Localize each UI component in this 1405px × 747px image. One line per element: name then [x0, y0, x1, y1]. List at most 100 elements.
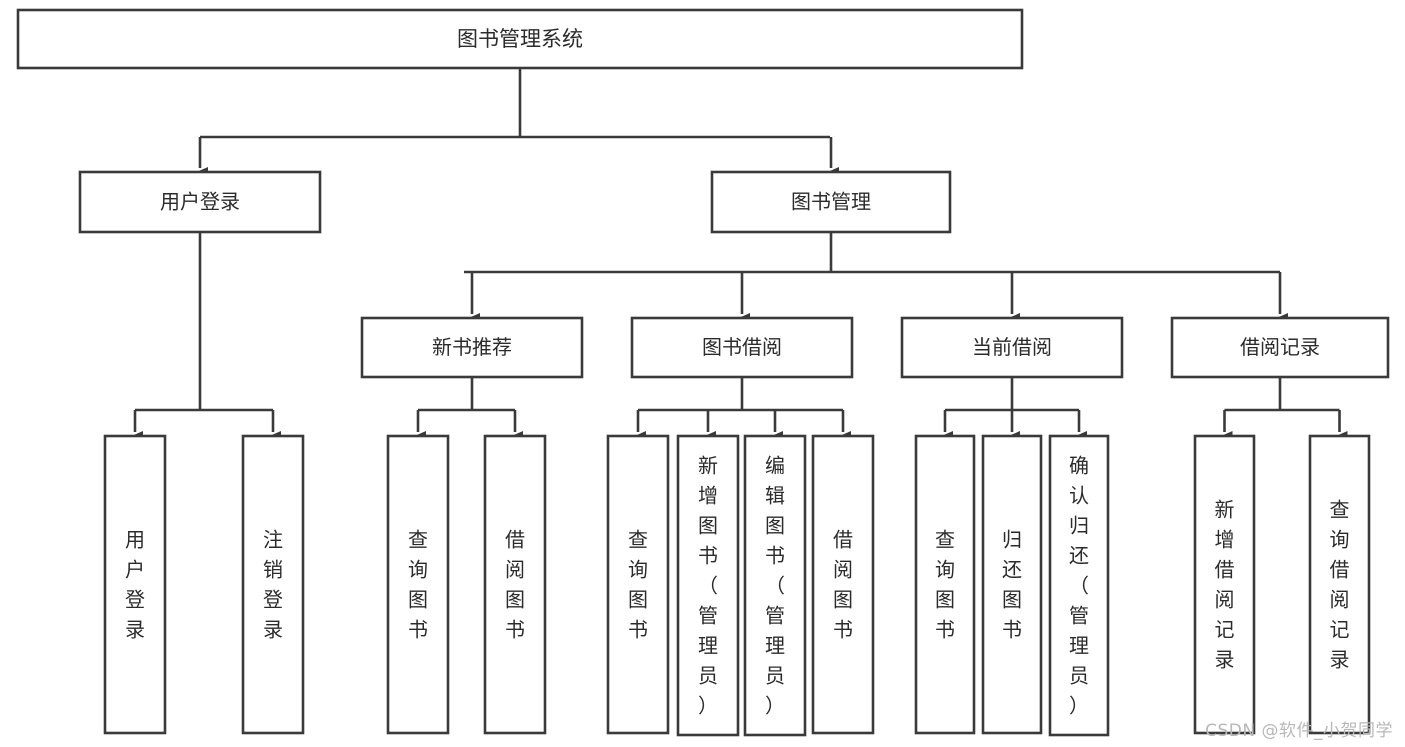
svg-text:图: 图 — [1002, 588, 1022, 612]
svg-text:书: 书 — [698, 544, 718, 568]
svg-text:图: 图 — [505, 588, 525, 612]
svg-text:登: 登 — [125, 588, 145, 612]
svg-text:询: 询 — [1330, 528, 1350, 552]
node-book-borrow[interactable] — [630, 316, 854, 379]
node-borrow-record[interactable] — [1170, 316, 1390, 379]
node-leaf-add-book-admin[interactable] — [676, 434, 740, 737]
svg-text:查: 查 — [935, 528, 955, 552]
svg-text:书: 书 — [935, 618, 955, 642]
svg-text:确: 确 — [1069, 454, 1089, 478]
svg-text:图: 图 — [935, 588, 955, 612]
node-leaf-user-login-label: 用户登录 — [125, 528, 145, 642]
node-root-system[interactable] — [16, 8, 1024, 70]
node-current-borrow-label: 当前借阅 — [972, 335, 1052, 359]
svg-text:书: 书 — [505, 618, 525, 642]
svg-text:书: 书 — [408, 618, 428, 642]
svg-text:借: 借 — [1330, 558, 1350, 582]
svg-text:理: 理 — [698, 634, 718, 658]
svg-text:记: 记 — [1215, 618, 1235, 642]
node-leaf-user-login[interactable] — [103, 434, 167, 735]
node-current-borrow[interactable] — [900, 316, 1124, 379]
svg-text:借: 借 — [833, 528, 853, 552]
node-leaf-confirm-return-admin[interactable] — [1048, 434, 1110, 737]
svg-text:询: 询 — [408, 558, 428, 582]
svg-text:注: 注 — [263, 528, 283, 552]
node-leaf-edit-book-admin[interactable] — [743, 434, 807, 737]
node-book-manage[interactable] — [710, 170, 952, 234]
svg-text:员: 员 — [1069, 664, 1089, 688]
svg-text:查: 查 — [628, 528, 648, 552]
svg-text:还: 还 — [1069, 544, 1089, 568]
svg-text:阅: 阅 — [1215, 588, 1235, 612]
node-leaf-query-book-3[interactable] — [914, 434, 976, 735]
svg-text:阅: 阅 — [833, 558, 853, 582]
svg-text:员: 员 — [765, 664, 785, 688]
node-leaf-return-book[interactable] — [981, 434, 1043, 735]
svg-text:询: 询 — [935, 558, 955, 582]
svg-text:管: 管 — [698, 604, 718, 628]
svg-text:录: 录 — [1330, 648, 1350, 672]
svg-text:认: 认 — [1069, 484, 1089, 508]
svg-text:理: 理 — [765, 634, 785, 658]
svg-text:查: 查 — [1330, 498, 1350, 522]
svg-text:登: 登 — [263, 588, 283, 612]
svg-text:新: 新 — [698, 454, 718, 478]
svg-text:编: 编 — [765, 454, 785, 478]
svg-text:（: （ — [698, 574, 718, 598]
svg-text:借: 借 — [1215, 558, 1235, 582]
svg-text:管: 管 — [765, 604, 785, 628]
svg-text:书: 书 — [765, 544, 785, 568]
svg-text:员: 员 — [698, 664, 718, 688]
node-borrow-record-label: 借阅记录 — [1240, 335, 1320, 359]
svg-text:）: ） — [1069, 694, 1089, 718]
node-new-book-recommend[interactable] — [360, 316, 584, 379]
svg-text:归: 归 — [1002, 528, 1022, 552]
svg-text:图: 图 — [765, 514, 785, 538]
connector-lines — [127, 68, 1348, 445]
node-leaf-borrow-book-2[interactable] — [811, 434, 875, 735]
svg-text:（: （ — [765, 574, 785, 598]
node-new-book-recommend-label: 新书推荐 — [432, 335, 512, 359]
svg-text:理: 理 — [1069, 634, 1089, 658]
node-labels: 图书管理系统用户登录图书管理新书推荐图书借阅当前借阅借阅记录用户登录注销登录查询… — [125, 27, 1350, 718]
svg-text:图: 图 — [628, 588, 648, 612]
node-leaf-query-borrow-record[interactable] — [1308, 434, 1371, 735]
svg-text:销: 销 — [263, 558, 283, 582]
svg-text:询: 询 — [628, 558, 648, 582]
svg-text:查: 查 — [408, 528, 428, 552]
node-root-system-label: 图书管理系统 — [457, 27, 583, 51]
node-leaf-query-book-1[interactable] — [386, 434, 450, 735]
svg-text:借: 借 — [505, 528, 525, 552]
svg-text:增: 增 — [1215, 528, 1235, 552]
node-user-login[interactable] — [78, 170, 322, 234]
svg-text:图: 图 — [698, 514, 718, 538]
node-user-login-label: 用户登录 — [160, 190, 240, 214]
node-leaf-logout[interactable] — [241, 434, 305, 735]
svg-text:图: 图 — [408, 588, 428, 612]
svg-text:录: 录 — [1215, 648, 1235, 672]
svg-text:录: 录 — [125, 618, 145, 642]
node-book-manage-label: 图书管理 — [791, 190, 871, 214]
svg-text:图: 图 — [833, 588, 853, 612]
node-leaf-query-book-2[interactable] — [606, 434, 670, 735]
svg-text:书: 书 — [833, 618, 853, 642]
node-leaf-borrow-book-1[interactable] — [483, 434, 547, 735]
svg-text:）: ） — [765, 694, 785, 718]
svg-text:管: 管 — [1069, 604, 1089, 628]
svg-text:辑: 辑 — [765, 484, 785, 508]
svg-text:记: 记 — [1330, 618, 1350, 642]
svg-text:阅: 阅 — [505, 558, 525, 582]
node-leaf-add-borrow-record[interactable] — [1193, 434, 1256, 735]
svg-text:用: 用 — [125, 528, 145, 552]
